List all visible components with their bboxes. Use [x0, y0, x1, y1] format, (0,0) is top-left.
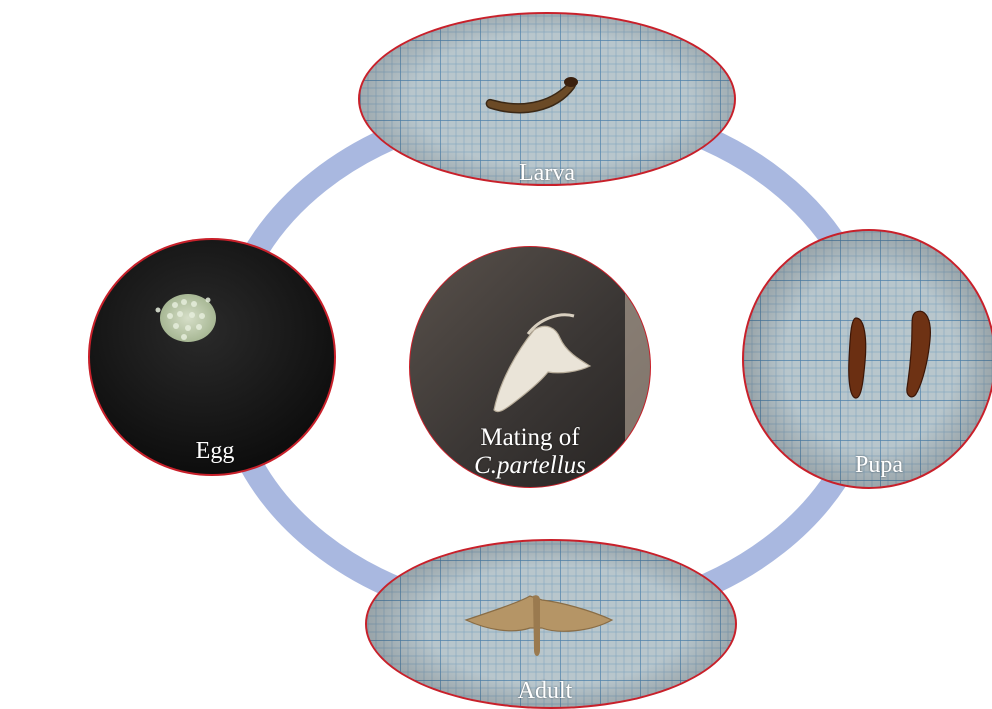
mating-label-line1: Mating of: [460, 424, 600, 451]
adult-label: Adult: [490, 678, 600, 704]
egg-label: Egg: [165, 438, 265, 464]
pupa-label: Pupa: [834, 452, 924, 478]
mating-label-line2: C.partellus: [455, 452, 605, 479]
larva-label: Larva: [497, 160, 597, 186]
